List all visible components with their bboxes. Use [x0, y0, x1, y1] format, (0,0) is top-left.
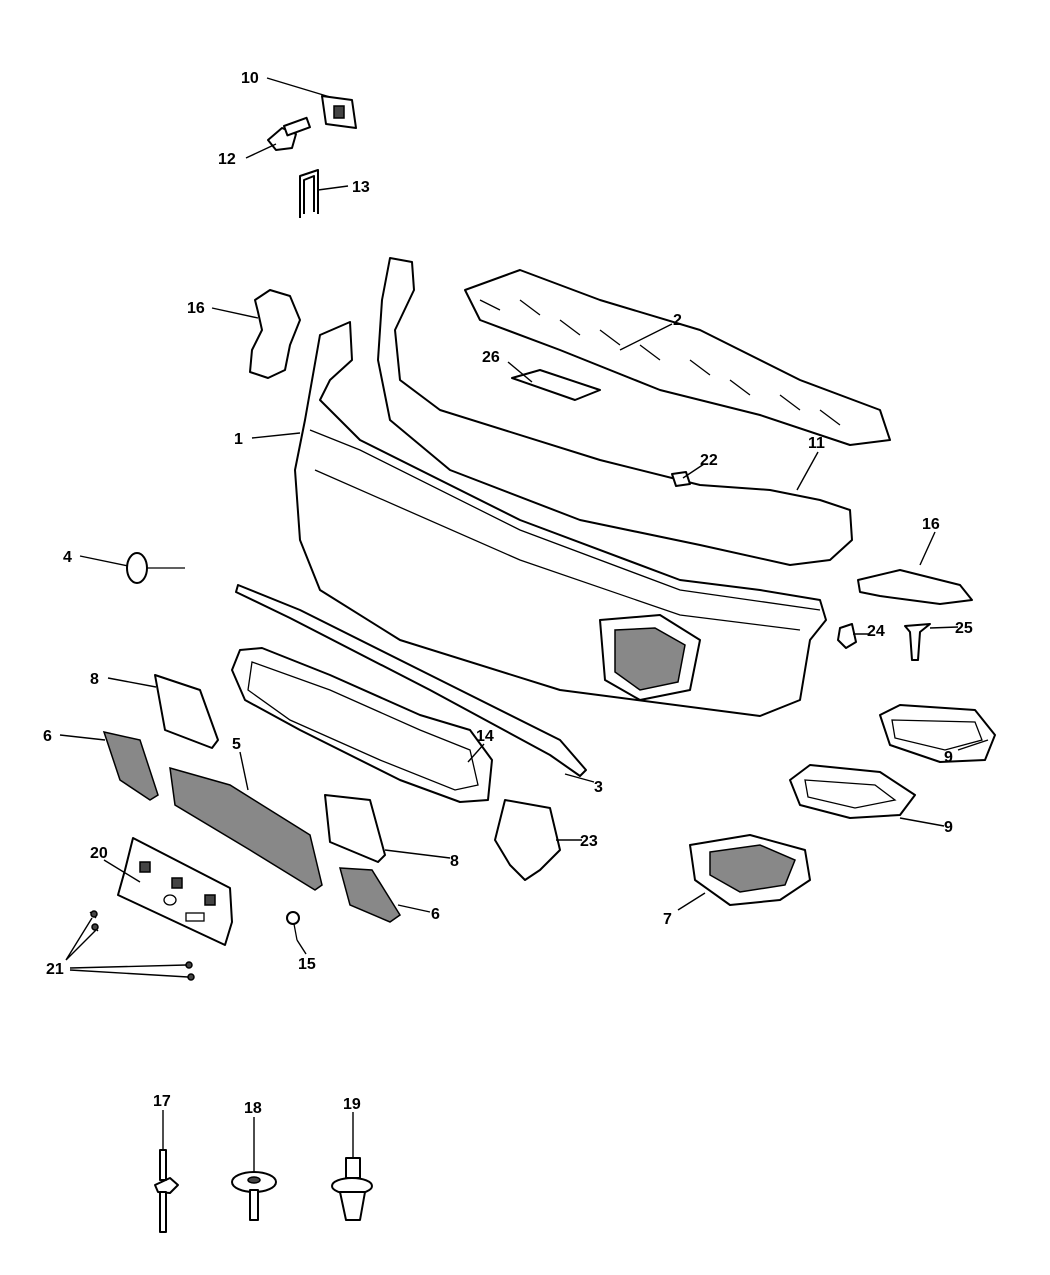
part-17-rivet	[154, 1149, 179, 1233]
part-4-tow-hook-cover	[126, 552, 185, 584]
callout-6-right: 6	[431, 906, 440, 923]
part-14-lower-grille-frame	[231, 647, 493, 803]
callout-21: 21	[46, 961, 64, 978]
part-16-bracket-left	[249, 289, 301, 379]
callout-8-right: 8	[450, 853, 459, 870]
callout-24: 24	[867, 623, 885, 640]
callout-20: 20	[90, 845, 108, 862]
callout-6: 6	[43, 728, 52, 745]
part-2-energy-absorber	[464, 269, 891, 446]
part-6-grille-left	[102, 730, 159, 801]
part-24-fastener	[837, 623, 857, 649]
part-6-grille-right	[339, 867, 402, 923]
part-15-screw	[286, 911, 300, 941]
callout-19: 19	[343, 1096, 361, 1113]
callout-13: 13	[352, 179, 370, 196]
callout-labels: 10 12 13 16 2 26 1 22 11 16 4 24 25 8 6 …	[43, 70, 973, 1117]
callout-5: 5	[232, 736, 241, 753]
part-11-upper-fascia	[377, 257, 853, 566]
callout-23: 23	[580, 833, 598, 850]
part-1-front-fascia	[294, 321, 827, 717]
part-5-lower-grille	[169, 766, 323, 891]
callout-12: 12	[218, 151, 236, 168]
callout-11: 11	[808, 435, 825, 452]
part-8-fog-cover-right	[324, 794, 386, 863]
callout-1: 1	[234, 431, 243, 448]
callout-10: 10	[241, 70, 259, 87]
part-16-bracket-right	[857, 569, 973, 605]
part-9-bezel-lower	[789, 764, 916, 819]
callout-8: 8	[90, 671, 99, 688]
part-18-washer-screw	[231, 1171, 277, 1221]
callout-3: 3	[594, 779, 603, 796]
part-9-bezel-upper	[879, 704, 996, 763]
callout-17: 17	[153, 1093, 171, 1110]
callout-25: 25	[955, 620, 973, 637]
callout-22: 22	[700, 452, 718, 469]
part-3-molding	[235, 584, 587, 777]
callout-16-right: 16	[922, 516, 940, 533]
part-23-bracket	[494, 799, 561, 881]
callout-7: 7	[663, 911, 672, 928]
callout-26: 26	[482, 349, 500, 366]
part-22-clip	[671, 471, 691, 487]
part-13-u-clip	[299, 169, 319, 218]
callout-14: 14	[476, 728, 494, 745]
callout-18: 18	[244, 1100, 262, 1117]
part-26-pad	[511, 369, 601, 401]
leader-lines	[59, 77, 989, 1172]
part-8-fog-cover-left	[154, 674, 219, 749]
part-25-push-pin	[904, 623, 931, 661]
part-7-fog-bezel	[689, 834, 811, 906]
callout-16: 16	[187, 300, 205, 317]
callout-2: 2	[673, 312, 682, 329]
part-20-license-bracket	[117, 837, 233, 946]
part-10-clip-nut	[321, 95, 357, 129]
callout-15: 15	[298, 956, 316, 973]
callout-9-upper: 9	[944, 749, 953, 766]
callout-9-lower: 9	[944, 819, 953, 836]
part-19-push-clip	[331, 1157, 373, 1221]
callout-4: 4	[63, 549, 72, 566]
